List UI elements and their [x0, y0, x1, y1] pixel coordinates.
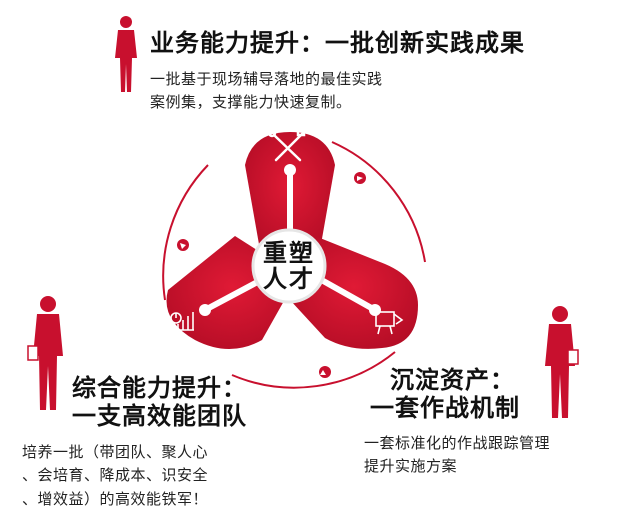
top-desc-line: 一批基于现场辅导落地的最佳实践: [150, 70, 383, 88]
presentation-icon: [375, 311, 404, 335]
businessman-icon: [27, 296, 63, 410]
top-title: 业务能力提升：一批创新实践成果: [150, 29, 525, 57]
right-desc-line: 提升实施方案: [364, 457, 458, 476]
left-desc-line: 、增效益）的高效能铁军！: [22, 489, 209, 508]
right-desc-line: 一套标准化的作战跟踪管理: [364, 434, 551, 452]
top-desc-line: 案例集，支撑能力快速复制。: [150, 93, 352, 112]
tools-icon: [267, 127, 306, 162]
center-circle: [251, 228, 327, 304]
left-desc-line: 、会培育、降成本、识安全: [22, 466, 209, 485]
businessman-icon: [545, 306, 579, 418]
right-desc: 一套标准化的作战跟踪管理 提升实施方案: [364, 432, 550, 479]
cycle-dot: [319, 366, 331, 378]
cycle-arc: [162, 141, 426, 389]
businessman-icon: [115, 16, 137, 92]
chart-icon: [170, 312, 194, 331]
left-desc: 培养一批（带团队、聚人心 、会培育、降成本、识安全 、增效益）的高效能铁军！: [22, 441, 208, 511]
top-desc: 一批基于现场辅导落地的最佳实践 案例集，支撑能力快速复制。: [150, 68, 383, 115]
center-label-line2: 人才: [263, 265, 315, 294]
right-title-line: 沉淀资产：: [390, 366, 515, 394]
center-label-line1: 重塑: [263, 239, 315, 267]
left-title-line: 综合能力提升：: [72, 374, 247, 402]
right-title: 沉淀资产： 一套作战机制: [370, 366, 520, 422]
left-desc-line: 培养一批（带团队、聚人心: [22, 443, 209, 461]
left-title: 综合能力提升： 一支高效能团队: [72, 374, 247, 430]
left-title-line: 一支高效能团队: [72, 401, 247, 430]
center-label: 重塑 人才: [259, 240, 319, 293]
right-title-line: 一套作战机制: [370, 393, 520, 422]
